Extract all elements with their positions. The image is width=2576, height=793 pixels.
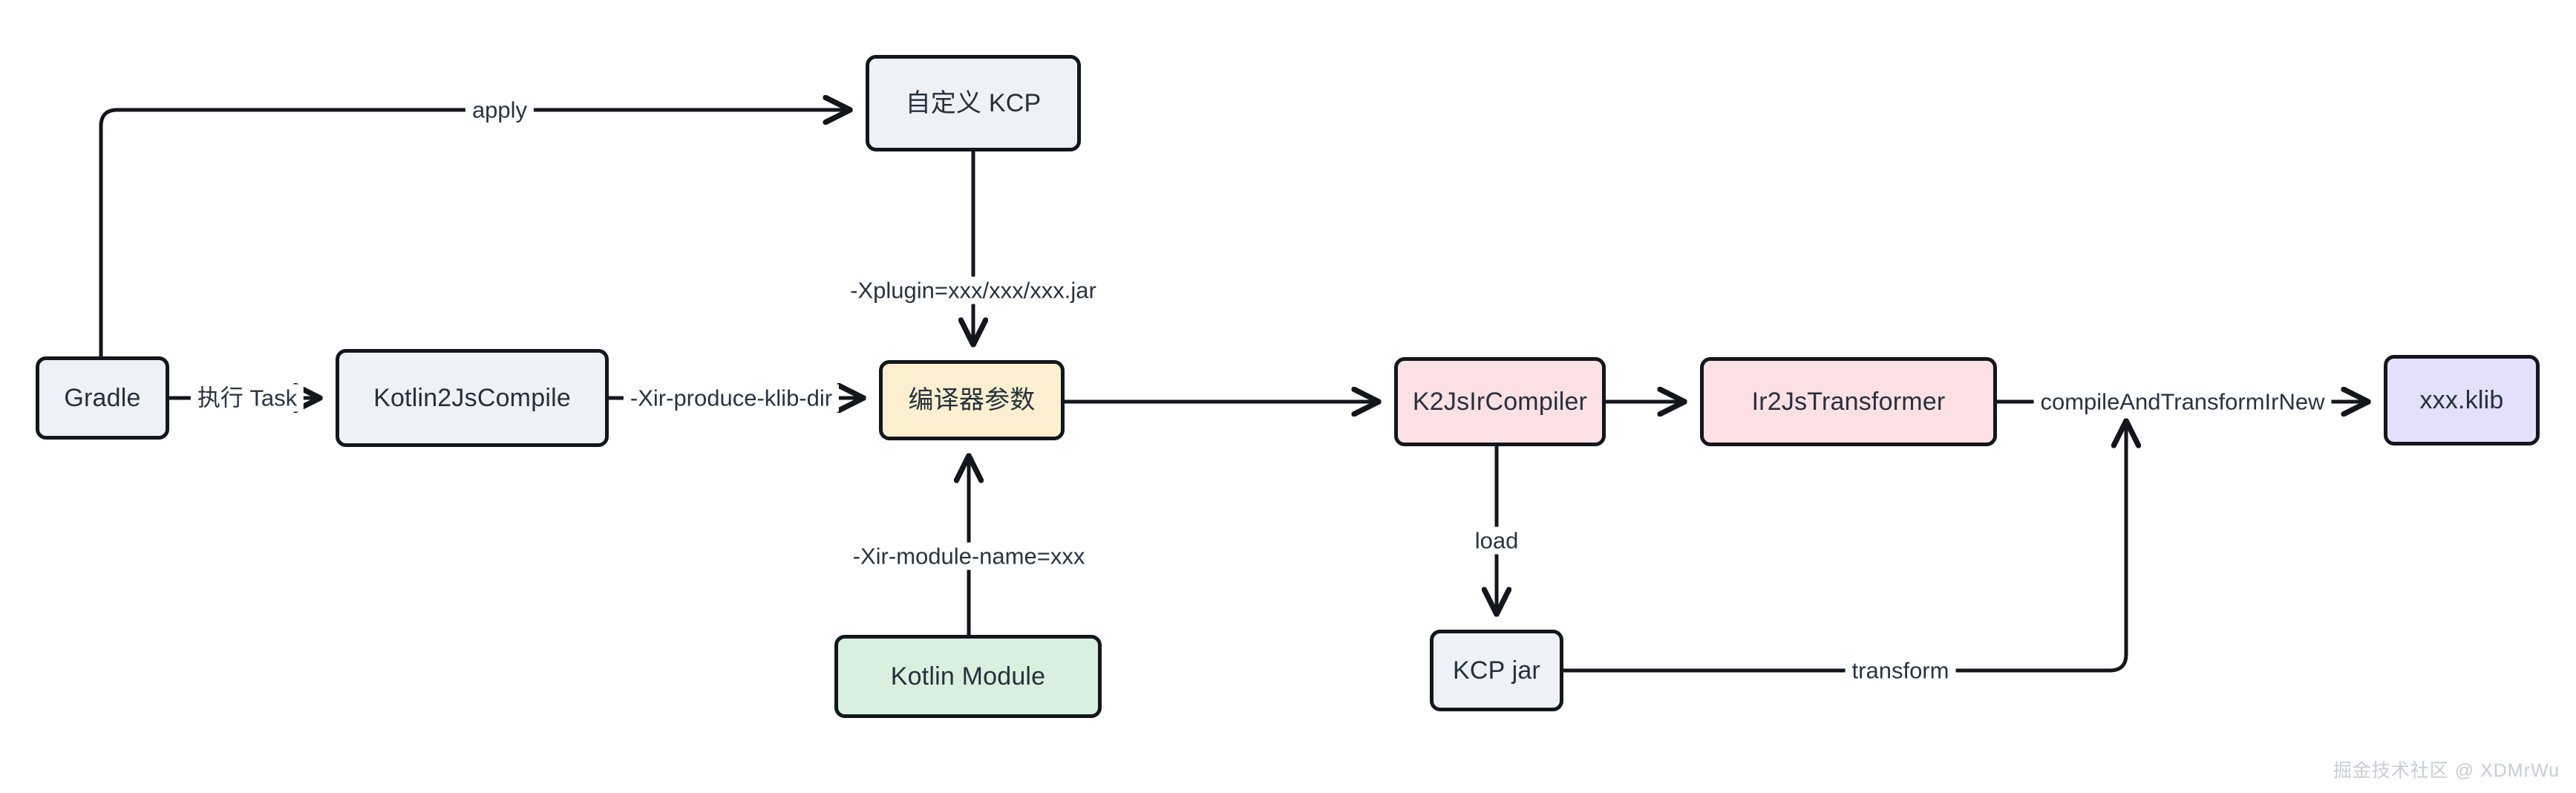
- edge-gradle-apply-kcp: [99, 110, 848, 356]
- edge-label-xir-produce-klib-dir: -Xir-produce-klib-dir: [623, 384, 840, 412]
- edge-label-xplugin-jar: -Xplugin=xxx/xxx/xxx.jar: [843, 276, 1103, 304]
- node-custom-kcp[interactable]: 自定义 KCP: [866, 55, 1081, 151]
- edge-label-transform: transform: [1845, 656, 1956, 685]
- node-kotlin2jscompile-label: Kotlin2JsCompile: [373, 383, 571, 412]
- edge-label-xir-module-name: -Xir-module-name=xxx: [846, 542, 1092, 570]
- node-ir2jstransformer[interactable]: Ir2JsTransformer: [1700, 357, 1997, 446]
- edge-label-load: load: [1468, 526, 1526, 555]
- node-compiler-args-label: 编译器参数: [908, 385, 1036, 414]
- edge-kcpjar-transform: [1563, 423, 2126, 673]
- node-custom-kcp-label: 自定义 KCP: [905, 88, 1042, 117]
- node-kotlin-module[interactable]: Kotlin Module: [834, 635, 1102, 718]
- node-kcp-jar-label: KCP jar: [1453, 656, 1540, 685]
- edge-label-compile-and-transform-ir-new: compileAndTransformIrNew: [2033, 388, 2332, 416]
- node-kotlin2jscompile[interactable]: Kotlin2JsCompile: [336, 349, 609, 447]
- edge-label-apply: apply: [465, 96, 535, 124]
- node-xxx-klib-label: xxx.klib: [2419, 385, 2504, 414]
- node-kcp-jar[interactable]: KCP jar: [1430, 630, 1563, 711]
- edge-label-execute-task: 执行 Task: [190, 384, 304, 412]
- node-k2jsircompiler-label: K2JsIrCompiler: [1412, 387, 1588, 416]
- node-gradle[interactable]: Gradle: [36, 356, 169, 440]
- node-kotlin-module-label: Kotlin Module: [890, 662, 1046, 691]
- node-ir2jstransformer-label: Ir2JsTransformer: [1751, 387, 1946, 416]
- node-k2jsircompiler[interactable]: K2JsIrCompiler: [1394, 357, 1606, 446]
- watermark-text: 掘金技术社区 @ XDMrWu: [2333, 760, 2560, 781]
- node-xxx-klib[interactable]: xxx.klib: [2384, 355, 2540, 446]
- node-gradle-label: Gradle: [64, 383, 141, 412]
- node-compiler-args[interactable]: 编译器参数: [879, 360, 1065, 440]
